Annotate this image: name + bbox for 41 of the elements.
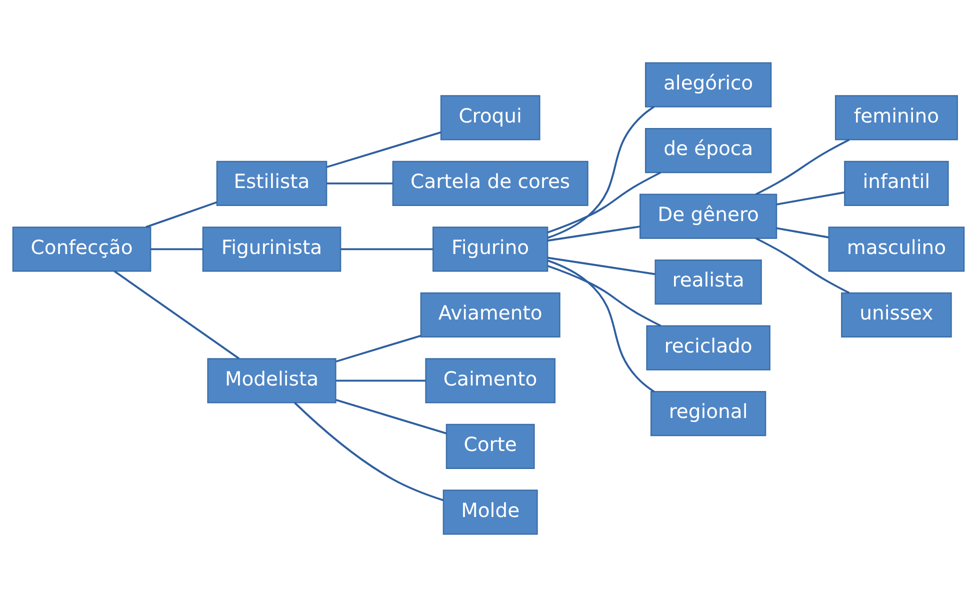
connector [548,265,662,327]
node-box: Molde [442,490,538,535]
node-box: Cartela de cores [392,160,588,206]
node-box: masculino [828,226,965,272]
connector [336,398,447,434]
node-box: Croqui [440,95,540,140]
connector [547,226,640,242]
connector [547,260,655,392]
connector [326,182,392,184]
connector [547,256,656,276]
connector [756,138,850,196]
connector [114,270,240,360]
connector [548,172,662,234]
node-box: Aviamento [420,292,560,338]
node-box: De gênero [640,194,778,239]
node-box: realista [654,260,762,305]
connector [150,248,203,250]
node-box: Figurino [432,226,548,272]
node-box: regional [650,391,766,436]
node-box: Estilista [216,160,328,206]
connector [776,227,829,238]
node-box: Corte [446,424,535,469]
node-box: alegórico [644,62,772,108]
node-box: reciclado [646,325,770,370]
connector [336,380,426,382]
connector [326,131,442,168]
connector [336,334,421,362]
node-box: de época [644,128,772,174]
node-box: unissex [841,292,952,338]
connector [294,402,444,502]
node-box: infantil [844,160,949,206]
connector [340,248,433,250]
node-box: Figurinista [202,226,342,272]
connector [756,237,850,294]
node-box: feminino [834,95,958,140]
connector [547,106,655,239]
node-box: Confecção [12,226,152,272]
node-box: Modelista [207,358,336,404]
node-box: Caimento [425,358,556,404]
connector [146,201,218,228]
connector [776,191,845,206]
